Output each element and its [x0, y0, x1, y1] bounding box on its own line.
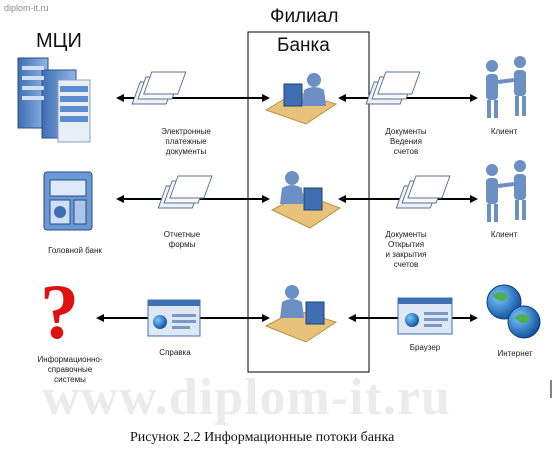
document-stack-icon-2: [157, 175, 213, 209]
document-stack-icon-4: [395, 175, 451, 209]
internet-globe-icon: [486, 284, 541, 339]
branch-title-line1: Филиал: [270, 6, 339, 27]
branch-title-line2: Банка: [277, 35, 330, 56]
report-forms-label: Отчетные формы: [163, 230, 201, 249]
client-handshake-icon-2: [486, 160, 526, 222]
browser-label: Браузер: [409, 343, 441, 352]
account-docs-label: Документы Ведения счетов: [385, 127, 427, 156]
internet-label: Интернет: [497, 349, 533, 358]
document-stack-icon-3: [365, 71, 421, 105]
workstation-icon-2: [270, 171, 342, 229]
client-label-2: Клиент: [490, 230, 518, 239]
browser-window-icon-left: [147, 299, 201, 337]
workstation-icon-1: [264, 73, 338, 125]
client-handshake-icon-1: [486, 56, 526, 118]
question-mark-icon: ?: [40, 268, 79, 355]
watermark-url: diplom-it.ru: [4, 3, 49, 13]
info-systems-label: Информационно- справочные системы: [37, 355, 103, 384]
svg-text:?: ?: [40, 268, 79, 355]
head-bank-label: Головной банк: [48, 246, 102, 255]
open-close-docs-label: Документы Открытия и закрытия счетов: [385, 230, 427, 269]
e-payment-docs-label: Электронные платежные документы: [161, 127, 211, 156]
reference-label: Справка: [159, 348, 191, 357]
bank-terminal-icon: [43, 171, 93, 231]
server-rack-icon: [17, 57, 91, 143]
workstation-icon-3: [264, 285, 338, 343]
mci-label: МЦИ: [36, 30, 82, 52]
browser-window-icon-right: [397, 297, 453, 335]
document-stack-icon-1: [131, 71, 187, 105]
client-label-1: Клиент: [490, 127, 518, 136]
watermark-large: www.diplom-it.ru: [42, 369, 451, 426]
figure-caption: Рисунок 2.2 Информационные потоки банка: [130, 430, 395, 445]
